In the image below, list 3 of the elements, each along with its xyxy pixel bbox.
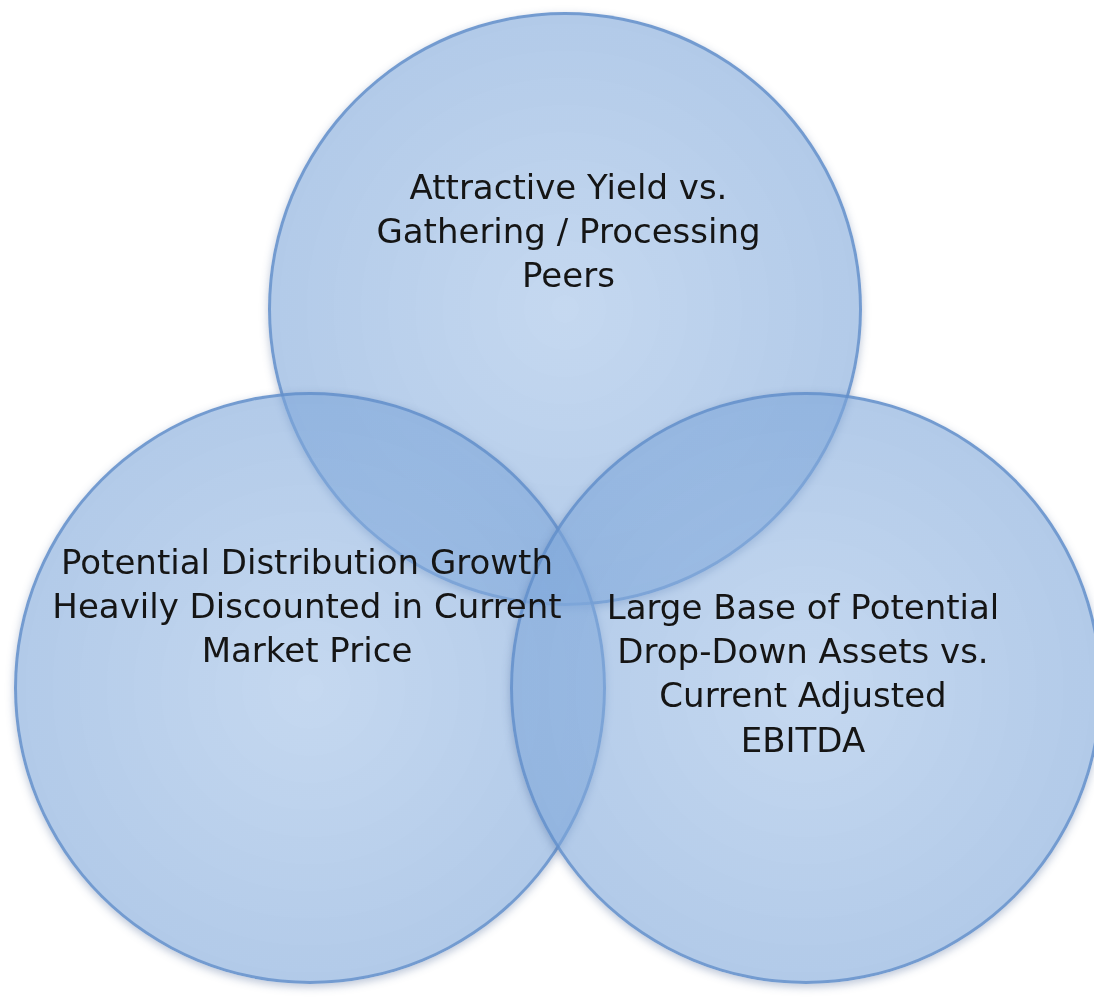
circle-label: Attractive Yield vs. Gathering / Processing Peers <box>375 166 762 298</box>
circle-label: Potential Distribution Growth Heavily Discounted in Current Market Price <box>51 541 563 673</box>
circle-label: Large Base of Potential Drop-Down Assets vs. Current Adjusted EBITDA <box>605 586 1001 762</box>
